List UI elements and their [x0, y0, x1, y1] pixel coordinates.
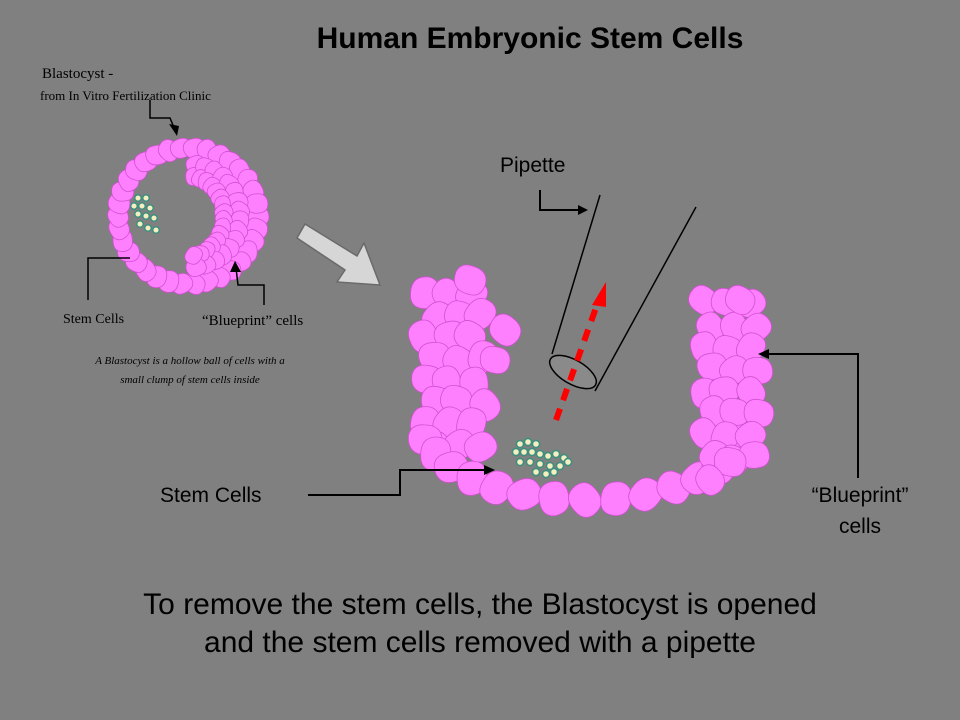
large-blueprint-label-line1: “Blueprint”: [811, 484, 909, 507]
stem-cell: [515, 439, 525, 449]
transition-arrow-icon: [296, 222, 382, 286]
pink-cell: [600, 481, 632, 517]
stem-cell: [511, 447, 521, 457]
stem-cell: [523, 437, 533, 447]
stem-cell: [143, 223, 153, 233]
stem-cell: [129, 201, 139, 211]
stem-cell: [515, 457, 525, 467]
large-leader-lines: [308, 190, 859, 496]
stem-cell: [137, 201, 147, 211]
stem-cell: [551, 449, 561, 459]
stem-cell: [149, 213, 159, 223]
pipette-icon: [548, 194, 697, 392]
stem-cell: [519, 447, 529, 457]
pink-cell: [568, 482, 602, 518]
ivf-source-label: from In Vitro Fertilization Clinic: [40, 88, 211, 103]
small-blueprint-arrowhead-icon: [230, 261, 241, 272]
extraction-arrow-icon: [553, 282, 606, 422]
large-blueprint-arrowhead-icon: [758, 349, 769, 359]
large-stem-cell-clump: [511, 437, 573, 479]
stem-cell: [545, 461, 555, 471]
pipette-label: Pipette: [500, 154, 566, 177]
blastocyst-arrowhead-icon: [169, 124, 179, 136]
pink-cell: [538, 480, 570, 517]
stem-cell: [535, 449, 545, 459]
blastocyst-caption-line2: small clump of stem cells inside: [120, 374, 260, 386]
explanation-line2: and the stem cells removed with a pipett…: [204, 626, 756, 659]
pink-cell: [724, 284, 756, 316]
blastocyst-label: Blastocyst -: [42, 66, 114, 82]
stem-cell: [531, 467, 541, 477]
pipette-leader-line: [539, 190, 578, 211]
pink-cell: [463, 431, 498, 463]
large-stem-leader-line: [308, 469, 485, 496]
blastocyst-leader-line: [149, 100, 176, 131]
stem-cell: [531, 439, 541, 449]
opened-blastocyst-cells: [407, 264, 775, 518]
small-blastocyst-cells: [107, 137, 270, 295]
stem-cell: [133, 209, 143, 219]
small-blueprint-cells-label: “Blueprint” cells: [202, 313, 304, 329]
large-blueprint-leader-line: [768, 353, 859, 478]
page-title: Human Embryonic Stem Cells: [316, 22, 744, 55]
stem-cell: [135, 219, 145, 229]
small-leader-lines: [87, 100, 265, 305]
pink-cell: [184, 246, 203, 265]
explanation-line1: To remove the stem cells, the Blastocyst…: [143, 588, 817, 621]
small-stem-cell-clump: [129, 193, 161, 235]
large-stem-arrowhead-icon: [484, 465, 495, 475]
blastocyst-caption-line1: A Blastocyst is a hollow ball of cells w…: [95, 355, 285, 367]
pink-cell: [453, 264, 487, 296]
large-leader-arrowheads: [484, 205, 769, 475]
stem-cell: [527, 447, 537, 457]
stem-cell: [151, 225, 161, 235]
pink-cell: [695, 464, 725, 496]
stem-cell: [535, 459, 545, 469]
large-stem-cells-label: Stem Cells: [160, 484, 262, 507]
stem-cell: [141, 193, 151, 203]
stem-cell: [563, 457, 573, 467]
stem-cell: [141, 211, 151, 221]
stem-cell: [145, 203, 155, 213]
stem-cell: [541, 469, 551, 479]
stem-cell: [525, 457, 535, 467]
pink-cell: [489, 313, 522, 347]
small-blueprint-leader-line: [235, 267, 265, 305]
pink-cell: [479, 346, 511, 375]
small-stem-cells-label: Stem Cells: [63, 312, 125, 327]
stem-cell: [549, 467, 559, 477]
small-stem-leader-line: [87, 257, 130, 300]
large-blueprint-label-line2: cells: [838, 515, 881, 538]
stem-cell: [555, 461, 565, 471]
pipette-arrowhead-icon: [578, 205, 588, 215]
small-leader-arrowheads: [169, 124, 241, 272]
pink-cell: [245, 193, 269, 214]
pink-cell: [506, 478, 543, 511]
stem-cell: [133, 193, 143, 203]
stem-cell: [543, 451, 553, 461]
